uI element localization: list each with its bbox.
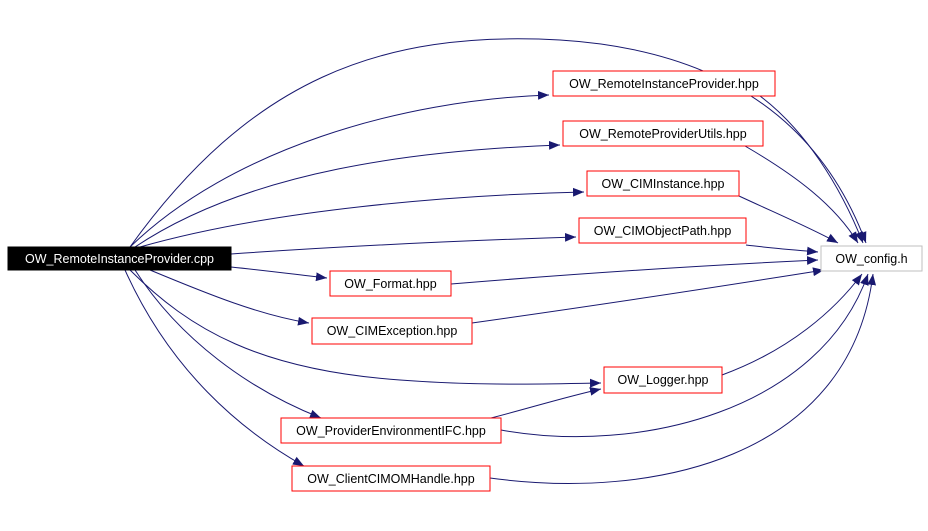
edge-cim-exception-hpp-to-config-h [471, 267, 825, 324]
node-cim-instance-hpp[interactable]: OW_CIMInstance.hpp [586, 170, 740, 197]
node-label: OW_Logger.hpp [617, 373, 708, 387]
edge-root-to-logger-hpp [129, 269, 602, 388]
node-label: OW_CIMException.hpp [327, 324, 458, 338]
node-label: OW_ClientCIMOMHandle.hpp [307, 472, 474, 486]
graph-nodes: OW_RemoteInstanceProvider.cpp OW_RemoteI… [7, 70, 923, 492]
edge-root-to-cim-object-path-hpp [230, 232, 577, 255]
node-remote-instance-provider-hpp[interactable]: OW_RemoteInstanceProvider.hpp [552, 70, 776, 97]
edge-root-to-cim-instance-hpp [139, 187, 585, 248]
edge-remote-instance-provider-hpp-to-config-h [759, 95, 864, 244]
edge-root-to-client-cimom-handle-hpp [124, 269, 305, 467]
edge-format-hpp-to-config-h [450, 256, 819, 285]
node-label: OW_CIMInstance.hpp [602, 177, 725, 191]
node-cim-object-path-hpp[interactable]: OW_CIMObjectPath.hpp [578, 217, 747, 244]
dependency-edges [124, 38, 877, 484]
node-config-h[interactable]: OW_config.h [820, 245, 923, 272]
node-label: OW_CIMObjectPath.hpp [594, 224, 732, 238]
node-provider-environment-ifc-hpp[interactable]: OW_ProviderEnvironmentIFC.hpp [280, 417, 502, 444]
node-label: OW_Format.hpp [344, 277, 436, 291]
node-label: OW_config.h [835, 252, 907, 266]
node-label: OW_RemoteInstanceProvider.cpp [25, 252, 214, 266]
edge-root-to-format-hpp [230, 266, 328, 282]
edge-remote-provider-utils-hpp-to-config-h [744, 145, 859, 244]
node-label: OW_RemoteProviderUtils.hpp [579, 127, 746, 141]
node-label: OW_RemoteInstanceProvider.hpp [569, 77, 759, 91]
node-root-file[interactable]: OW_RemoteInstanceProvider.cpp [7, 246, 232, 271]
edge-cim-instance-hpp-to-config-h [738, 195, 839, 244]
node-format-hpp[interactable]: OW_Format.hpp [329, 270, 452, 297]
edge-provider-environment-ifc-hpp-to-logger-hpp [490, 387, 602, 419]
edge-logger-hpp-to-config-h [721, 273, 863, 376]
edge-cim-object-path-hpp-to-config-h [745, 244, 819, 256]
node-remote-provider-utils-hpp[interactable]: OW_RemoteProviderUtils.hpp [562, 120, 764, 147]
edge-root-to-cim-exception-hpp [149, 269, 310, 326]
node-cim-exception-hpp[interactable]: OW_CIMException.hpp [311, 317, 473, 345]
node-client-cimom-handle-hpp[interactable]: OW_ClientCIMOMHandle.hpp [291, 465, 491, 492]
edge-provider-environment-ifc-hpp-to-config-h [500, 273, 869, 438]
edge-root-to-provider-environment-ifc-hpp [134, 269, 322, 419]
edge-root-to-config-h [129, 38, 867, 248]
edge-client-cimom-handle-hpp-to-config-h [489, 273, 877, 484]
node-label: OW_ProviderEnvironmentIFC.hpp [296, 424, 486, 438]
edge-root-to-remote-instance-provider-hpp [129, 90, 550, 248]
edge-root-to-remote-provider-utils-hpp [134, 140, 561, 248]
node-logger-hpp[interactable]: OW_Logger.hpp [603, 366, 723, 394]
